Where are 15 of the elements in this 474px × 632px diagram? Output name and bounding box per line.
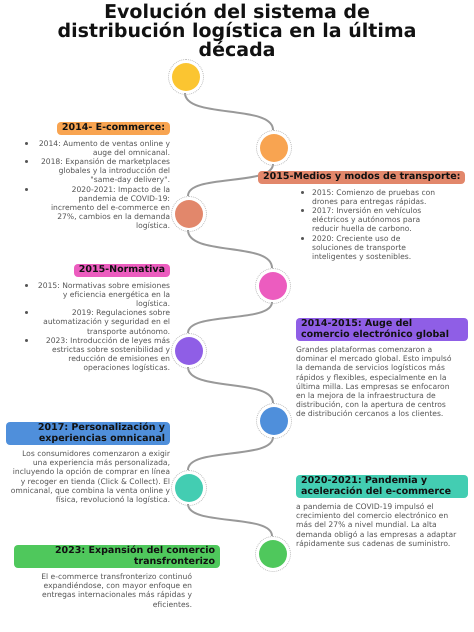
road-line	[187, 230, 273, 268]
road-line	[184, 92, 274, 130]
heading-label: 2023: Expansión del comercio transfronterizo	[14, 545, 220, 568]
road-line	[187, 366, 274, 404]
heading-label: 2015-Normativa	[74, 264, 170, 276]
heading-label: 2017: Personalización y experiencias omnicanal	[6, 422, 170, 445]
road-line	[187, 164, 274, 196]
heading-label: 2014-2015: Auge del comercio electrónico global	[296, 318, 468, 341]
road-line	[187, 436, 274, 470]
heading-label: 2014- E-commerce:	[56, 122, 170, 134]
title: Evolución del sistema de distribución logística en la última década	[57, 3, 417, 60]
road-line	[187, 302, 273, 334]
heading-label: 2020-2021: Pandemia y aceleración del e-commerce	[296, 475, 468, 498]
heading-label: 2015-Medios y modos de transporte:	[258, 171, 466, 184]
road-line	[187, 504, 273, 536]
